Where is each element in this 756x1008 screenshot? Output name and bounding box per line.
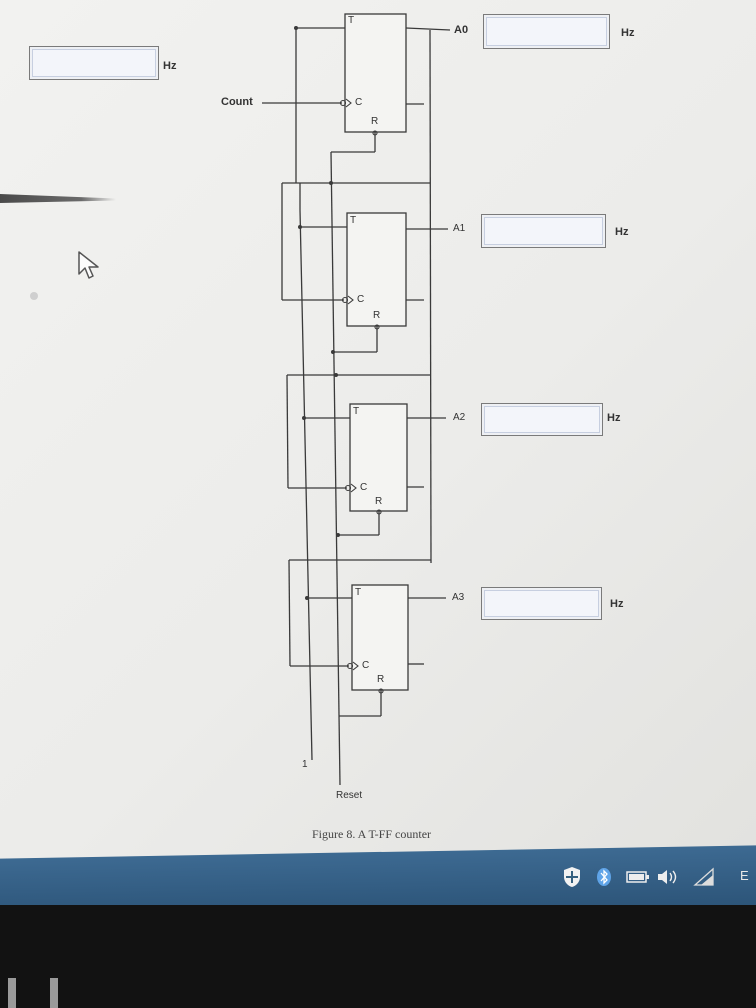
ff3-reset-pin-label: R	[377, 674, 385, 685]
constant-one-label: 1	[302, 759, 308, 770]
ff2-clock-pin-label: C	[360, 482, 368, 493]
reset-input-label: Reset	[336, 790, 363, 801]
ff3-t-pin-label: T	[355, 587, 362, 598]
laptop-bezel	[0, 905, 756, 1008]
count-frequency-input[interactable]	[29, 46, 159, 80]
ff3-clock-pin-label: C	[362, 660, 370, 671]
t-ff-counter-diagram	[262, 13, 451, 786]
wifi-icon[interactable]	[693, 867, 715, 887]
figure-caption: Figure 8. A T-FF counter	[312, 827, 432, 841]
a0-frequency-input[interactable]	[483, 14, 610, 49]
ff1-reset-pin-label: R	[373, 310, 381, 321]
shield-icon[interactable]	[562, 866, 582, 888]
a3-frequency-unit: Hz	[610, 598, 624, 610]
ff0-t-pin-label: T	[348, 15, 355, 26]
mouse-cursor-icon	[78, 251, 99, 279]
output-a0-label: A0	[454, 24, 469, 36]
battery-icon[interactable]	[626, 870, 650, 884]
count-frequency-unit: Hz	[163, 60, 177, 72]
a1-frequency-unit: Hz	[615, 226, 629, 238]
output-a1-label: A1	[453, 223, 466, 234]
a0-frequency-unit: Hz	[621, 27, 635, 39]
ff0-reset-pin-label: R	[371, 116, 379, 127]
a3-frequency-input[interactable]	[481, 587, 602, 620]
screen-scratch	[0, 194, 116, 203]
output-a2-label: A2	[453, 412, 466, 423]
bluetooth-icon[interactable]	[596, 867, 612, 887]
ff2-t-pin-label: T	[353, 406, 360, 417]
ff1-t-pin-label: T	[350, 215, 357, 226]
a2-frequency-input[interactable]	[481, 403, 603, 436]
ff1-clock-pin-label: C	[357, 294, 365, 305]
ff0-clock-pin-label: C	[355, 97, 363, 108]
a1-frequency-input[interactable]	[481, 214, 606, 248]
dust-spot	[30, 292, 38, 300]
output-a3-label: A3	[452, 592, 465, 603]
ff2-reset-pin-label: R	[375, 496, 383, 507]
count-input-label: Count	[221, 96, 253, 108]
a2-frequency-unit: Hz	[607, 412, 621, 424]
laptop-logo-mark	[8, 978, 58, 1008]
tray-language-text[interactable]: E	[740, 868, 749, 883]
volume-icon[interactable]	[656, 868, 680, 886]
